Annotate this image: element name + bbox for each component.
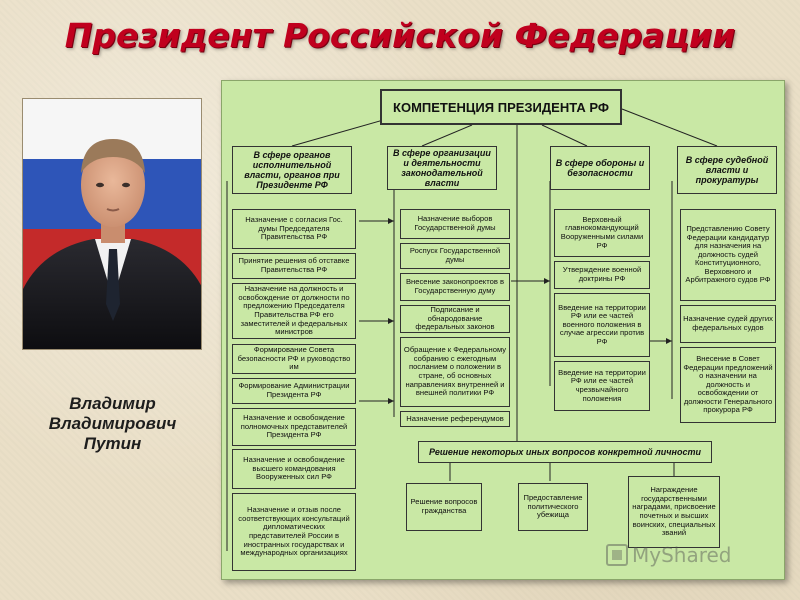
legis-item-4: Подписание и обнародование федеральных з… — [400, 305, 510, 333]
column-header-judicial: В сфере судебной власти и прокуратуры — [677, 146, 777, 194]
judicial-item-1: Представлению Совету Федерации кандидату… — [680, 209, 776, 301]
legis-item-3: Внесение законопроектов в Государственну… — [400, 273, 510, 301]
exec-item-1: Назначение с согласия Гос. думы Председа… — [232, 209, 356, 249]
connector-lines — [226, 108, 718, 551]
column-header-defense: В сфере обороны и безопасности — [550, 146, 650, 190]
judicial-item-3: Внесение в Совет Федерации предложений о… — [680, 347, 776, 423]
personal-item-2: Предоставление политического убежища — [518, 483, 588, 531]
exec-item-5: Формирование Администрации Президента РФ — [232, 378, 356, 404]
exec-item-7: Назначение и освобождение высшего команд… — [232, 449, 356, 489]
president-photo — [22, 98, 202, 350]
name-last: Путин — [83, 434, 142, 453]
presentation-icon — [606, 544, 628, 566]
exec-item-2: Принятие решения об отставке Правительст… — [232, 253, 356, 279]
bottom-header-personal: Решение некоторых иных вопросов конкретн… — [418, 441, 712, 463]
portrait-illustration — [23, 139, 201, 349]
exec-item-8: Назначение и отзыв после соответствующих… — [232, 493, 356, 571]
defense-item-1: Верховный главнокомандующий Вооруженными… — [554, 209, 650, 257]
president-name: Владимир Владимирович Путин — [20, 394, 205, 454]
name-first: Владимир — [69, 394, 156, 413]
legis-item-2: Роспуск Государственной думы — [400, 243, 510, 269]
personal-item-1: Решение вопросов гражданства — [406, 483, 482, 531]
column-header-executive: В сфере органов исполнительной власти, о… — [232, 146, 352, 194]
legis-item-5: Обращение к Федеральному собранию с ежег… — [400, 337, 510, 407]
name-patronymic: Владимирович — [48, 414, 177, 433]
exec-item-4: Формирование Совета безопасности РФ и ру… — [232, 344, 356, 374]
defense-item-2: Утверждение военной доктрины РФ — [554, 261, 650, 289]
slide-title: Президент Российской Федерации — [64, 16, 736, 55]
defense-item-4: Введение на территории РФ или ее частей … — [554, 361, 650, 411]
watermark: MyShared — [606, 540, 776, 570]
defense-item-3: Введение на территории РФ или ее частей … — [554, 293, 650, 357]
exec-item-6: Назначение и освобождение полномочных пр… — [232, 408, 356, 446]
competence-diagram: КОМПЕТЕНЦИЯ ПРЕЗИДЕНТА РФ В сфере органо… — [221, 80, 785, 580]
watermark-text: MyShared — [632, 543, 732, 567]
diagram-main-box: КОМПЕТЕНЦИЯ ПРЕЗИДЕНТА РФ — [380, 89, 622, 125]
legis-item-1: Назначение выборов Государственной думы — [400, 209, 510, 239]
exec-item-3: Назначение на должность и освобождение о… — [232, 283, 356, 339]
personal-item-3: Награждение государственными наградами, … — [628, 476, 720, 548]
judicial-item-2: Назначение судей других федеральных судо… — [680, 305, 776, 343]
column-header-legislative: В сфере организации и деятельности закон… — [387, 146, 497, 190]
legis-item-6: Назначение референдумов — [400, 411, 510, 427]
